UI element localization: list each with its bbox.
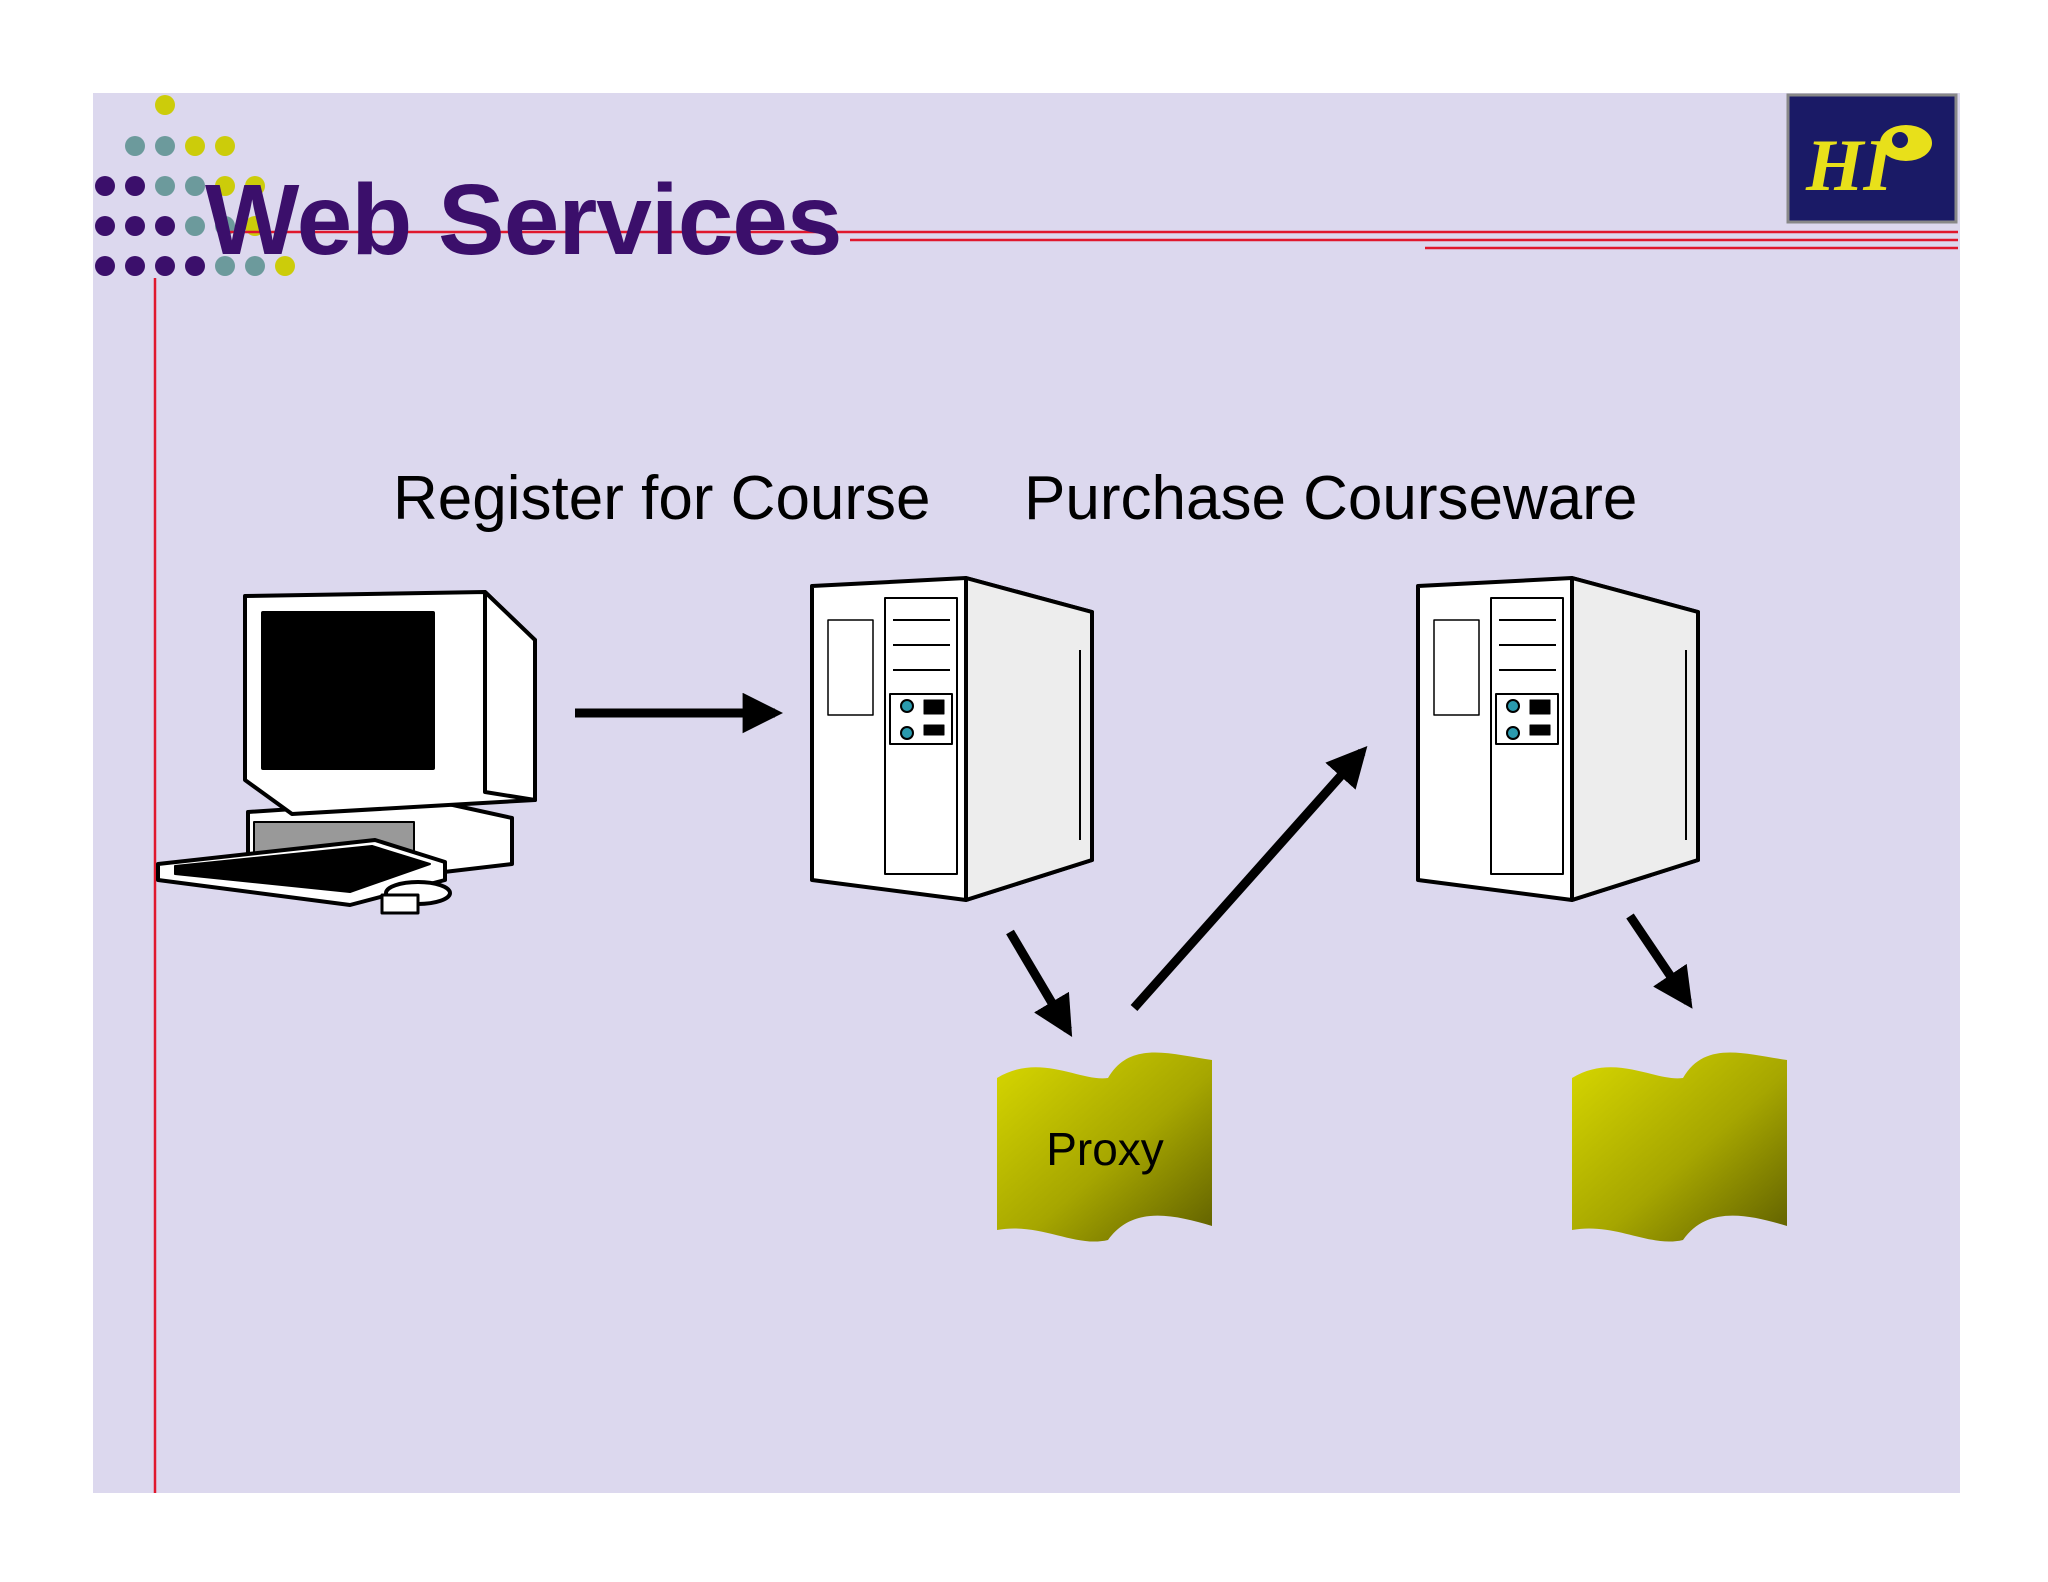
proxy-shape <box>997 1052 1212 1242</box>
arrow-proxy-to-courseware <box>1130 745 1368 1011</box>
web-server-icon <box>810 576 1094 902</box>
slide-title: Web Services <box>205 164 843 276</box>
courseware-server-icon <box>1416 576 1700 902</box>
flow-arrows <box>575 692 1693 1037</box>
svg-text:HI: HI <box>1805 125 1895 207</box>
proxy-label: Proxy <box>1046 1123 1164 1175</box>
arrow-server-to-proxy <box>1006 929 1073 1037</box>
hi-logo-icon: HI <box>1786 93 1958 224</box>
register-for-course-label: Register for Course <box>393 464 931 533</box>
courseware-store-shape <box>1572 1052 1787 1242</box>
desktop-computer-icon <box>156 590 537 915</box>
purchase-courseware-label: Purchase Courseware <box>1024 464 1638 533</box>
arrow-courseware-to-store <box>1626 913 1693 1009</box>
title-rules <box>153 230 1958 1493</box>
decorative-dots <box>95 95 295 276</box>
